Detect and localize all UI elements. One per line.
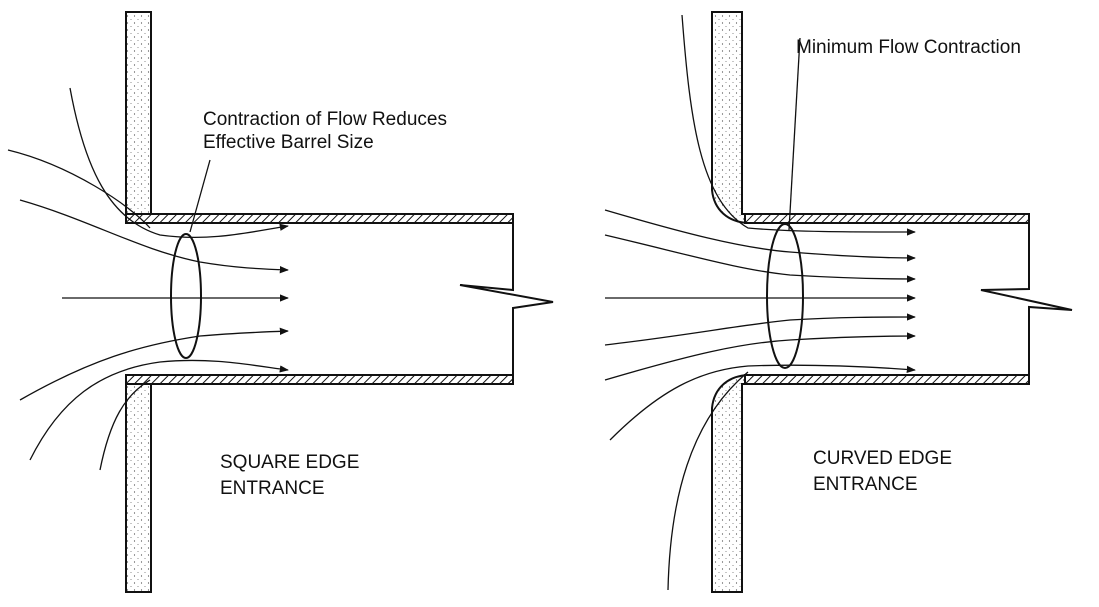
barrel-break-line: [980, 214, 1073, 384]
barrel-top-wall: [744, 213, 1030, 224]
streamline: [667, 371, 749, 591]
left-annotation-line2: Effective Barrel Size: [203, 132, 374, 153]
barrel-top-wall: [125, 213, 514, 224]
right-annotation: Minimum Flow Contraction: [796, 37, 1021, 58]
streamline: [604, 332, 916, 381]
headwall-upper: [711, 11, 749, 225]
vena-contracta-ellipse: [766, 223, 804, 369]
streamline: [7, 149, 151, 229]
left-caption-line1: SQUARE EDGE: [220, 452, 360, 473]
headwall-lower: [125, 383, 152, 593]
curved-edge-panel: [604, 11, 1073, 593]
left-caption-line2: ENTRANCE: [220, 478, 325, 499]
annotation-leader: [788, 37, 801, 231]
streamline: [609, 364, 916, 441]
headwall-upper: [125, 11, 152, 215]
right-caption-line1: CURVED EDGE: [813, 448, 953, 469]
headwall-lower: [711, 373, 749, 593]
streamline: [29, 359, 289, 461]
streamline: [604, 209, 916, 262]
streamline: [681, 14, 916, 236]
barrel-bottom-wall: [744, 374, 1030, 385]
vena-contracta-ellipse: [170, 233, 202, 359]
streamline: [604, 234, 916, 283]
streamline: [19, 327, 289, 401]
streamline: [69, 87, 289, 239]
barrel-bottom-wall: [125, 374, 514, 385]
left-annotation-line1: Contraction of Flow Reduces: [203, 109, 447, 130]
annotation-leader: [189, 159, 211, 233]
streamline: [19, 199, 289, 274]
streamline: [99, 379, 151, 471]
right-caption-line2: ENTRANCE: [813, 474, 918, 495]
square-edge-panel: [7, 11, 554, 593]
streamline: [604, 313, 916, 346]
barrel-break-line: [459, 214, 554, 384]
